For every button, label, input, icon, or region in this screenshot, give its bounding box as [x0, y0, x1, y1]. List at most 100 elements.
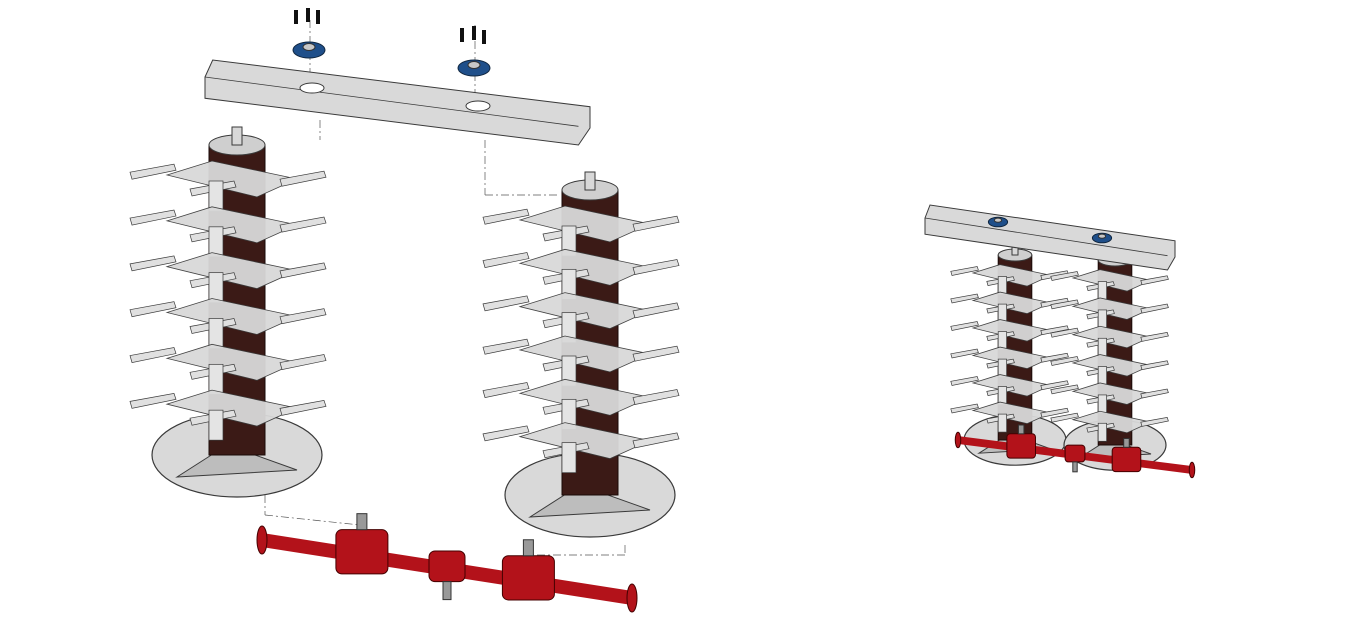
bearing-flange [987, 216, 1009, 228]
cutting-blade [129, 209, 177, 226]
gearbox-axle [256, 513, 638, 613]
cutting-blade [279, 170, 327, 187]
axle-flange-left [954, 431, 962, 449]
auger-rotor [950, 243, 1069, 466]
side-gearbox [1006, 433, 1036, 459]
axle-flange-left [256, 525, 268, 555]
cutting-blade [632, 302, 680, 319]
cutting-blade [1040, 380, 1069, 391]
auger-rotor [1050, 248, 1169, 471]
cutting-blade [279, 308, 327, 325]
cutting-blade [482, 252, 530, 268]
blade-mount [208, 180, 224, 212]
cutting-blade [482, 382, 530, 398]
cutting-blade [1140, 303, 1169, 314]
output-shaft [522, 539, 534, 557]
cutting-blade [632, 432, 680, 449]
plate-edge [204, 76, 579, 127]
cutting-blade [279, 399, 327, 416]
bearing-hub [302, 43, 316, 51]
side-gearbox [335, 529, 389, 575]
assembled-view [924, 204, 1196, 479]
cutting-blade [279, 262, 327, 279]
cutting-blade [1050, 271, 1079, 281]
cutting-blade [129, 347, 177, 363]
cutting-blade [1050, 356, 1079, 366]
gearbox-axle [954, 424, 1196, 479]
assembly-guide-line [264, 514, 361, 526]
cutting-blade [632, 345, 680, 362]
bolt [482, 30, 486, 44]
cutting-blade [129, 392, 177, 409]
cutting-blade [632, 215, 680, 232]
input-shaft [1072, 461, 1078, 473]
bearing-flange [292, 41, 326, 59]
blade-mount [208, 363, 224, 395]
disc-gusset [175, 444, 298, 478]
center-gearbox [1064, 444, 1086, 463]
cutting-blade [632, 259, 680, 275]
cutting-blade [1140, 416, 1169, 427]
output-shaft [356, 513, 368, 531]
plate-hole [299, 82, 325, 94]
bearing-hub [993, 217, 1003, 223]
cutting-blade [1050, 299, 1079, 310]
cutting-blade [482, 338, 530, 355]
cutting-blade [279, 354, 327, 370]
exploded-view [129, 8, 680, 613]
cutting-blade [950, 376, 979, 386]
plate-hole [465, 100, 491, 112]
bolt [460, 28, 464, 42]
auger-rotor [482, 171, 680, 538]
blade-mount [208, 318, 224, 349]
blade-mount [561, 442, 577, 474]
bolt [472, 26, 476, 40]
cutting-blade [950, 403, 979, 414]
bearing-flange [457, 59, 491, 77]
input-shaft [442, 581, 452, 601]
cutting-blade [279, 216, 327, 233]
output-shaft [1123, 438, 1130, 448]
blade-mount [997, 413, 1007, 433]
shaft-stub [231, 126, 243, 146]
cutting-blade [1140, 388, 1169, 399]
auger-rotor [129, 126, 327, 498]
cutting-blade [129, 163, 177, 180]
blade-mount [1097, 366, 1107, 385]
cutting-blade [482, 295, 530, 312]
cutting-blade [950, 348, 979, 359]
center-gearbox [428, 550, 466, 583]
disc-gusset [528, 484, 651, 518]
plate-edge [924, 217, 1168, 257]
blade-mount [1097, 394, 1107, 414]
cutting-blade [1050, 327, 1079, 338]
axle-flange-right [1188, 461, 1196, 479]
cutting-blade [129, 301, 177, 318]
cutting-blade [1140, 275, 1169, 286]
cutting-blade [482, 425, 530, 442]
cutting-blade [1050, 384, 1079, 395]
side-gearbox [1111, 446, 1142, 473]
cutting-blade [129, 255, 177, 272]
cutting-blade [1040, 352, 1069, 363]
output-shaft [1017, 424, 1025, 435]
cutting-blade [1040, 407, 1069, 418]
bolt [294, 10, 298, 24]
blade-mount [1097, 281, 1107, 300]
top-plate [924, 204, 1176, 271]
blade-mount [1097, 422, 1107, 442]
blade-mount [208, 409, 224, 441]
cutting-blade [950, 321, 979, 331]
bearing-flange [1091, 232, 1113, 244]
cutting-blade [1140, 360, 1169, 371]
bearing-hub [467, 61, 481, 69]
cutting-blade [950, 266, 979, 276]
top-plate [204, 59, 591, 146]
cutting-blade [1040, 325, 1069, 336]
cutting-blade [482, 208, 530, 225]
blade-mount [1097, 337, 1107, 357]
cutting-blade [632, 389, 680, 405]
bolt [316, 10, 320, 24]
blade-mount [208, 226, 224, 258]
